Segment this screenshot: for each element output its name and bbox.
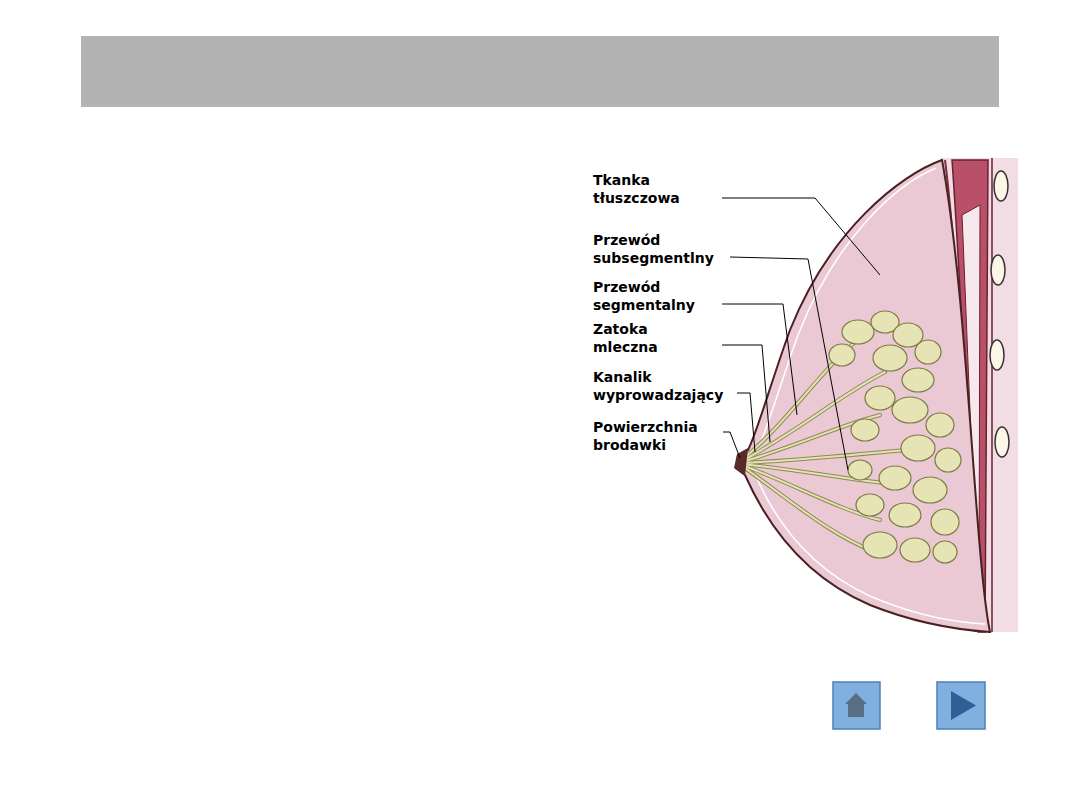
part-label: Kanalik wyprowadzający <box>593 368 723 404</box>
part-label: Przewód segmentalny <box>593 278 695 314</box>
duct <box>742 450 905 463</box>
home-icon <box>845 693 867 717</box>
lobule <box>902 368 934 392</box>
duct <box>742 450 905 463</box>
rib <box>994 171 1008 201</box>
lobule <box>889 503 921 527</box>
leader-line <box>730 257 848 470</box>
lobule <box>856 494 884 516</box>
lobule <box>901 435 935 461</box>
leader-line <box>722 198 880 275</box>
leader-group <box>722 198 880 470</box>
duct-group <box>742 338 905 552</box>
lobule <box>873 345 907 371</box>
lobule <box>900 538 930 562</box>
nipple <box>734 448 748 476</box>
rib <box>991 255 1005 285</box>
lobule <box>913 477 947 503</box>
next-button <box>937 682 985 729</box>
home-button <box>833 682 880 729</box>
next-icon <box>951 691 976 720</box>
lobule <box>931 509 959 535</box>
part-label: Zatoka mleczna <box>593 320 658 356</box>
part-label: Tkanka tłuszczowa <box>593 171 680 207</box>
lobule <box>829 344 855 366</box>
chest-line <box>991 158 993 632</box>
rib <box>995 427 1009 457</box>
lobule <box>865 386 895 410</box>
part-label: Powierzchnia brodawki <box>593 418 698 454</box>
leader-line <box>723 432 740 458</box>
header-bar <box>81 36 999 107</box>
skin-line <box>756 168 985 624</box>
lobule <box>842 320 874 344</box>
breast-outline <box>736 160 990 632</box>
leader-line <box>722 304 797 415</box>
illustration-ground <box>735 155 1018 633</box>
leader-line <box>737 393 755 452</box>
lobule <box>879 466 911 490</box>
part-label: Przewód subsegmentlny <box>593 231 714 267</box>
lobule <box>935 448 961 472</box>
lobule <box>915 340 941 364</box>
lobule <box>933 541 957 563</box>
rib <box>990 340 1004 370</box>
lobule <box>848 460 872 480</box>
lobule <box>863 532 897 558</box>
lobule-group <box>829 311 961 563</box>
duct <box>742 372 885 461</box>
lobule <box>851 419 879 441</box>
lobule <box>892 397 928 423</box>
lobule <box>926 413 954 437</box>
duct-group <box>742 338 905 552</box>
